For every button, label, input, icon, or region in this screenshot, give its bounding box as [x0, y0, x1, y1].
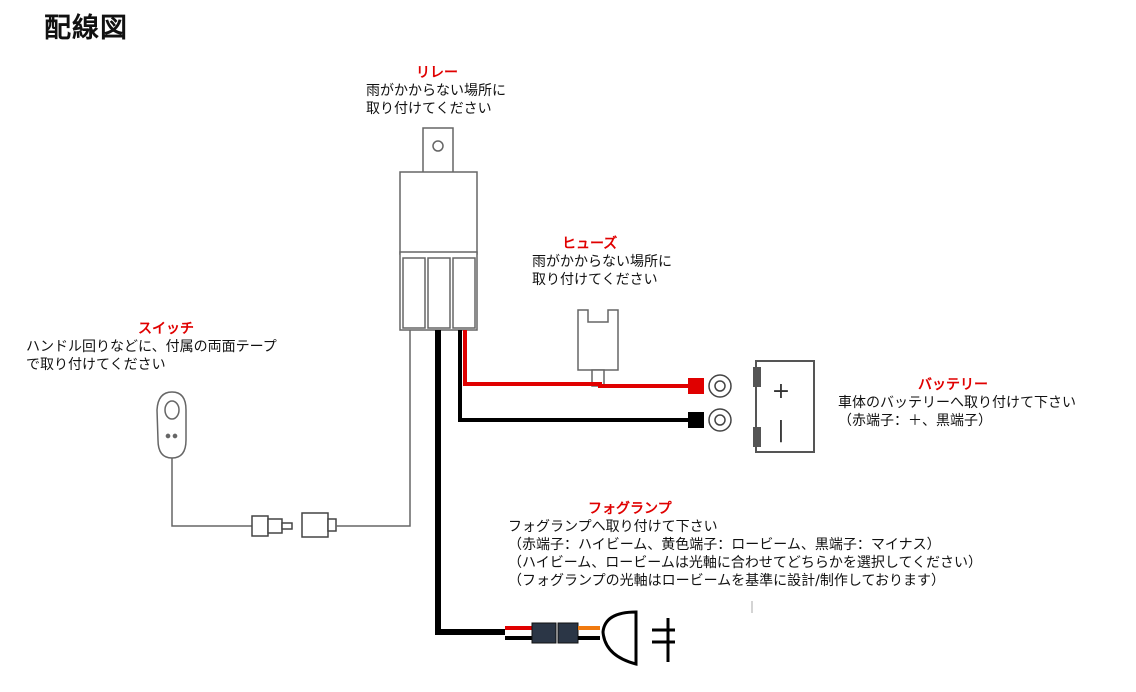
battery-terminal-minus [688, 408, 732, 432]
switch-led-2 [172, 433, 178, 439]
foglamp-label: フォグランプ フォグランプへ取り付けて下さい （赤端子：ハイビーム、黄色端子：ロ… [508, 500, 982, 590]
fuse-title: ヒューズ [562, 236, 618, 252]
switch-connector-female [301, 512, 329, 538]
switch-connector-male-tip [267, 518, 283, 534]
black-wire-relay-to-battery [458, 330, 692, 422]
battery-plus-sign: + [772, 379, 790, 404]
foglamp-title: フォグランプ [588, 501, 672, 517]
relay-pin-left [402, 257, 426, 329]
foglamp-connector-wires [505, 622, 600, 644]
fuse-line-2: 取り付けてください [532, 272, 658, 288]
switch [156, 391, 187, 459]
switch-connector-pin [281, 522, 293, 530]
relay-label: リレー 雨がかからない場所に 取り付けてください [366, 64, 526, 118]
switch-connector-female-lip [327, 518, 337, 532]
switch-cable [171, 458, 252, 527]
switch-to-relay-wire [336, 330, 411, 527]
foglamp-line-1: フォグランプへ取り付けて下さい [508, 519, 718, 535]
relay-body [399, 171, 478, 255]
switch-line-2: で取り付けてください [26, 357, 166, 373]
switch-button [164, 400, 180, 420]
battery-terminal-plus [688, 374, 732, 398]
page-title: 配線図 [44, 13, 128, 44]
battery [753, 360, 815, 453]
switch-title: スイッチ [138, 321, 194, 337]
fuse-line-1: 雨がかからない場所に [532, 254, 672, 270]
fuse-holder [577, 309, 619, 387]
battery-line-1: 車体のバッテリーへ取り付けて下さい [838, 395, 1076, 411]
relay-title: リレー [416, 65, 458, 81]
battery-label: バッテリー 車体のバッテリーへ取り付けて下さい （赤端子：＋、黒端子） [838, 376, 1076, 430]
relay-pin-right [452, 257, 476, 329]
relay [399, 127, 478, 331]
fuse-cap [577, 309, 619, 371]
fuse-label: ヒューズ 雨がかからない場所に 取り付けてください [532, 235, 672, 289]
battery-line-2: （赤端子：＋、黒端子） [838, 413, 992, 429]
red-wire-relay-to-battery [463, 330, 692, 388]
battery-terminal-post-bottom [753, 427, 761, 447]
battery-body [755, 360, 815, 453]
foglamp-line-4: （フォグランプの光軸はロービームを基準に設計/制作しております） [508, 573, 946, 589]
switch-connector-male [251, 515, 269, 537]
battery-title: バッテリー [918, 377, 988, 393]
switch-led [165, 433, 171, 439]
black-wire-relay-to-foglamp [435, 330, 505, 635]
foglamp-line-3: （ハイビーム、ロービームは光軸に合わせてどちらかを選択してください） [508, 555, 983, 571]
switch-label: スイッチ ハンドル回りなどに、付属の両面テープ で取り付けてください [26, 320, 277, 374]
foglamp-connector-2 [557, 622, 579, 644]
foglamp-icon [601, 610, 675, 666]
relay-pin-middle [427, 257, 451, 329]
foglamp-line-2: （赤端子：ハイビーム、黄色端子：ロービーム、黒端子：マイナス） [508, 537, 941, 553]
battery-minus-sign: | [777, 418, 784, 443]
switch-connector [251, 512, 337, 538]
relay-line-2: 取り付けてください [366, 101, 492, 117]
battery-terminal-post-top [753, 367, 761, 387]
foglamp-connector-1 [531, 622, 557, 644]
relay-line-1: 雨がかからない場所に [366, 83, 506, 99]
switch-line-1: ハンドル回りなどに、付属の両面テープ [26, 339, 277, 355]
relay-mount-hole [432, 140, 444, 152]
